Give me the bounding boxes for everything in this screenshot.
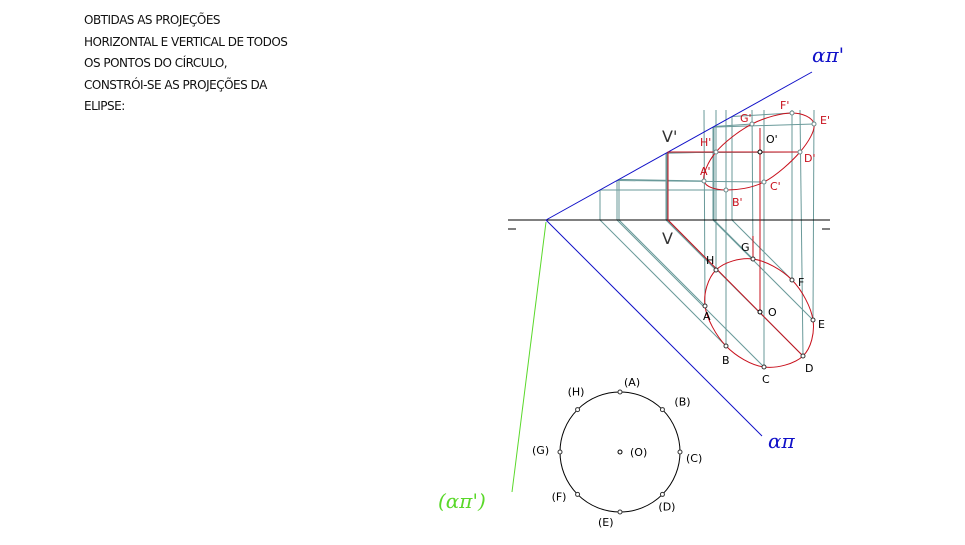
point-marker-top <box>750 256 756 262</box>
point-label-top: C <box>762 373 770 386</box>
construction-diagonal <box>618 219 706 307</box>
point-label-rotated: (B) <box>674 396 690 409</box>
frontal-trace-label: απ' <box>812 43 844 67</box>
construction-diagonal <box>665 219 717 271</box>
projection-line <box>799 109 804 357</box>
point-marker-front <box>701 178 707 184</box>
center-marker <box>757 309 763 315</box>
projection-line <box>751 109 754 260</box>
construction-horizontal <box>616 179 765 183</box>
construction-horizontal <box>713 123 753 128</box>
rotated-trace-line <box>511 221 547 493</box>
point-marker-rotated <box>659 407 665 413</box>
o-front-label: O' <box>766 133 778 146</box>
point-marker-rotated <box>557 449 563 455</box>
point-label-top: A <box>703 310 711 323</box>
point-marker-top <box>713 267 719 273</box>
point-marker-rotated <box>659 491 665 497</box>
note-line: HORIZONTAL E VERTICAL DE TODOS <box>84 34 288 49</box>
point-label-top: G <box>741 241 750 254</box>
note-line: CONSTRÓI-SE AS PROJEÇÕES DA <box>84 77 267 92</box>
point-label-rotated: (E) <box>598 516 614 529</box>
point-marker-front <box>789 110 795 116</box>
point-marker-front <box>761 179 767 185</box>
v-front-label: V' <box>662 127 677 146</box>
point-label-top: H <box>706 254 714 267</box>
note-line: OBTIDAS AS PROJEÇÕES <box>84 13 221 27</box>
point-label-rotated: (H) <box>568 386 585 399</box>
point-label-front: A' <box>700 165 711 178</box>
point-marker-front <box>723 187 729 193</box>
point-labels: A A' (A) B B' (B) C C' (C) D D' (D) E E' (E) F F' (F) G G' (… <box>532 99 830 529</box>
point-marker-top <box>789 277 795 283</box>
note-line: ELIPSE: <box>84 99 125 113</box>
horizontal-trace-line <box>545 219 763 437</box>
point-label-top: D <box>805 362 813 375</box>
point-label-rotated: (F) <box>552 490 567 503</box>
point-marker-top <box>761 364 767 370</box>
point-marker-rotated <box>677 449 683 455</box>
point-label-front: B' <box>732 196 743 209</box>
point-marker-top <box>723 343 729 349</box>
point-label-rotated: (G) <box>532 444 549 457</box>
point-marker-rotated <box>575 407 581 413</box>
construction-diagonal <box>616 219 765 368</box>
note-line: OS PONTOS DO CÍRCULO, <box>84 56 228 70</box>
point-marker-top <box>810 317 816 323</box>
point-marker-front <box>713 149 719 155</box>
rotated-trace-label: (απ') <box>438 489 486 513</box>
point-label-top: B <box>722 354 730 367</box>
instruction-note: OBTIDAS AS PROJEÇÕES HORIZONTAL E VERTIC… <box>84 10 288 118</box>
center-marker <box>617 449 623 455</box>
projection-line <box>703 109 706 307</box>
point-marker-top <box>800 353 806 359</box>
point-marker-front <box>797 149 803 155</box>
o-rotated-label: (O) <box>630 446 647 459</box>
horizontal-trace-label: απ <box>768 429 796 453</box>
red-lines <box>667 112 815 368</box>
point-marker-rotated <box>617 509 623 515</box>
construction-diagonal <box>599 219 727 347</box>
point-label-front: G' <box>740 112 752 125</box>
point-label-top: F <box>798 276 804 289</box>
major-axis-line <box>667 219 804 357</box>
construction-diagonal <box>713 219 754 260</box>
point-label-rotated: (D) <box>658 500 675 513</box>
center-marker <box>757 149 763 155</box>
construction-horizontal <box>712 123 815 128</box>
point-label-rotated: (C) <box>686 452 702 465</box>
construction-diagonal <box>731 219 793 281</box>
point-marker-front <box>749 121 755 127</box>
point-label-front: C' <box>770 180 781 193</box>
point-label-top: E <box>818 318 825 331</box>
point-label-front: F' <box>780 99 789 112</box>
construction-horizontal <box>618 178 705 182</box>
point-label-front: D' <box>804 152 816 165</box>
point-marker-rotated <box>617 389 623 395</box>
point-label-front: H' <box>700 136 711 149</box>
o-top-label: O <box>768 306 777 319</box>
v-frontal-line <box>667 151 800 220</box>
point-marker-top <box>702 303 708 309</box>
point-label-rotated: (A) <box>624 376 640 389</box>
v-top-label: V <box>662 229 673 248</box>
point-marker-front <box>811 121 817 127</box>
point-label-front: E' <box>820 114 830 127</box>
frontal-trace-line <box>545 71 813 221</box>
point-marker-rotated <box>575 491 581 497</box>
projection-line <box>812 109 815 321</box>
point-markers <box>557 110 817 515</box>
construction-diagonal <box>712 219 814 321</box>
